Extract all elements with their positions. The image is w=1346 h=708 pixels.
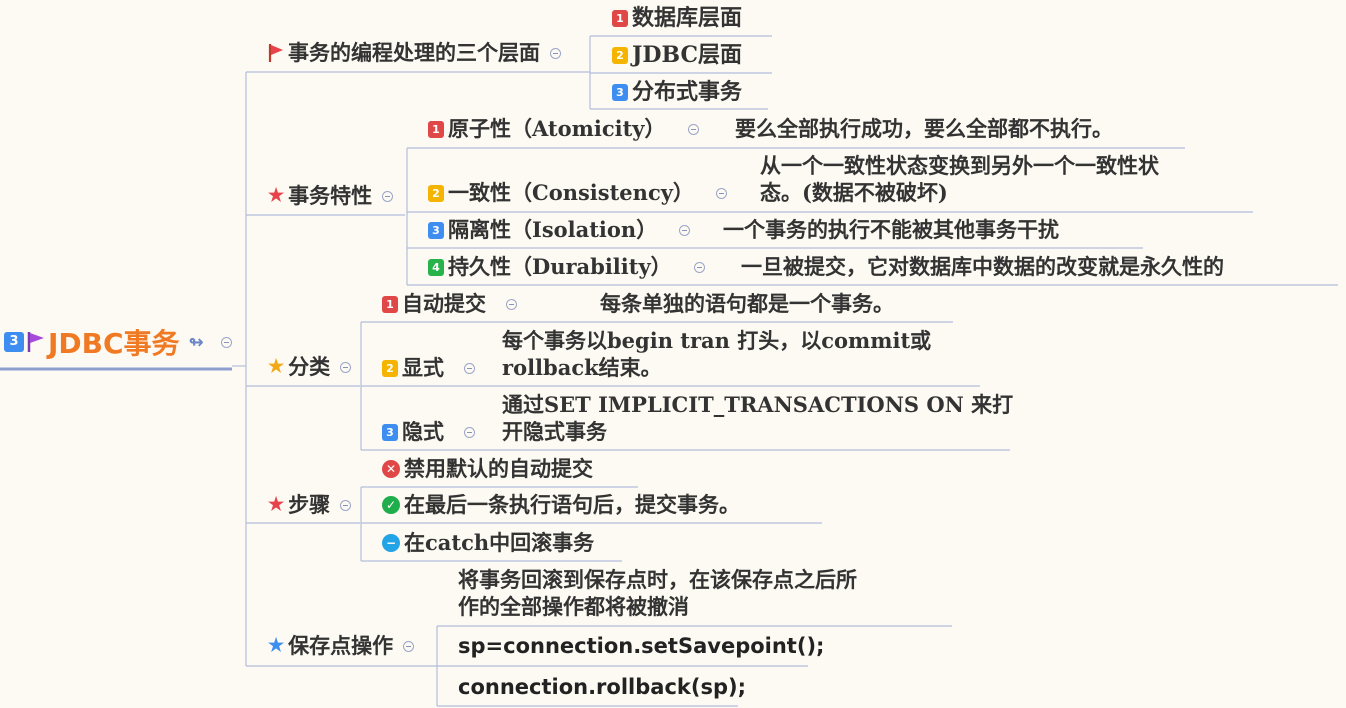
step-label: 在最后一条执行语句后，提交事务。 <box>404 492 740 517</box>
category-note-line: 每个事务以begin tran 打头，以commit或 <box>502 328 932 353</box>
step-label: 禁用默认的自动提交 <box>404 456 593 481</box>
step-item[interactable]: ✕ 禁用默认的自动提交 <box>382 456 593 482</box>
code-line[interactable]: sp=connection.setSavepoint(); <box>458 634 825 658</box>
property-note: 一个事务的执行不能被其他事务干扰 <box>723 217 1059 242</box>
property-label: 隔离性（Isolation） <box>448 217 658 242</box>
priority-2-badge: 2 <box>382 359 398 377</box>
purple-flag-icon <box>27 332 44 352</box>
branch-steps[interactable]: ★ 步骤 <box>268 492 352 518</box>
branch-levels[interactable]: 事务的编程处理的三个层面 <box>268 40 561 66</box>
branch-savepoint-label: 保存点操作 <box>288 633 394 658</box>
branch-properties[interactable]: ★ 事务特性 <box>268 183 394 209</box>
category-item[interactable]: 1 自动提交 <box>382 291 517 317</box>
priority-2-badge: 2 <box>612 46 628 64</box>
level-item[interactable]: 2 JDBC层面 <box>612 42 742 68</box>
collapse-toggle-icon[interactable] <box>340 499 352 511</box>
priority-1-badge: 1 <box>612 9 628 27</box>
category-label: 显式 <box>402 355 444 380</box>
red-flag-icon <box>268 44 283 62</box>
collapse-toggle-icon[interactable] <box>382 190 394 202</box>
collapse-toggle-icon[interactable] <box>715 187 727 199</box>
category-note: 每条单独的语句都是一个事务。 <box>600 291 894 316</box>
collapse-toggle-icon[interactable] <box>679 224 691 236</box>
collapse-toggle-icon[interactable] <box>550 47 561 59</box>
step-label: 在catch中回滚事务 <box>404 530 595 555</box>
priority-3-badge: 3 <box>428 221 444 239</box>
root-priority-badge: 3 <box>4 332 24 352</box>
red-star-icon: ★ <box>268 494 285 515</box>
property-note-line: 态。(数据不被破坏) <box>760 180 948 205</box>
collapse-toggle-icon[interactable] <box>693 261 705 273</box>
property-label: 持久性（Durability） <box>448 254 672 279</box>
level-item[interactable]: 3 分布式事务 <box>612 79 742 105</box>
category-note-line: rollback结束。 <box>502 355 662 380</box>
level-item[interactable]: 1 数据库层面 <box>612 5 742 31</box>
collapse-toggle-icon[interactable] <box>464 426 475 438</box>
branch-steps-label: 步骤 <box>288 492 331 517</box>
x-circle-icon: ✕ <box>382 460 400 478</box>
code-line[interactable]: connection.rollback(sp); <box>458 675 746 699</box>
property-note-line: 从一个一致性状态变换到另外一个一致性状 <box>760 153 1159 178</box>
level-item-label: JDBC层面 <box>632 42 743 68</box>
category-note-line: 通过SET IMPLICIT_TRANSACTIONS ON 来打 <box>502 392 1014 417</box>
step-item[interactable]: ✓ 在最后一条执行语句后，提交事务。 <box>382 492 740 518</box>
yellow-star-icon: ★ <box>268 356 285 377</box>
collapse-toggle-icon[interactable] <box>403 640 415 652</box>
step-item[interactable]: − 在catch中回滚事务 <box>382 530 594 556</box>
property-item[interactable]: 2 一致性（Consistency） <box>428 180 727 206</box>
root-topic[interactable]: 3 JDBC事务 ↬ <box>4 322 232 362</box>
level-item-label: 数据库层面 <box>632 5 743 31</box>
level-item-label: 分布式事务 <box>632 79 743 105</box>
priority-1-badge: 1 <box>428 120 444 138</box>
minus-circle-icon: − <box>382 534 400 552</box>
property-item[interactable]: 4 持久性（Durability） <box>428 254 705 280</box>
priority-3-badge: 3 <box>612 83 628 101</box>
priority-3-badge: 3 <box>382 423 398 441</box>
branch-savepoint[interactable]: ★ 保存点操作 <box>268 633 415 659</box>
priority-1-badge: 1 <box>382 295 398 313</box>
category-label: 自动提交 <box>402 291 486 316</box>
property-note: 一旦被提交，它对数据库中数据的改变就是永久性的 <box>741 254 1224 279</box>
priority-2-badge: 2 <box>428 184 444 202</box>
collapse-toggle-icon[interactable] <box>464 362 475 374</box>
property-note: 要么全部执行成功，要么全部都不执行。 <box>735 116 1113 141</box>
root-title: JDBC事务 <box>48 327 180 360</box>
category-label: 隐式 <box>402 419 444 444</box>
category-item[interactable]: 2 显式 <box>382 355 475 381</box>
priority-4-badge: 4 <box>428 258 444 276</box>
collapse-toggle-icon[interactable] <box>506 298 517 310</box>
savepoint-note-line: 将事务回滚到保存点时，在该保存点之后所 <box>458 567 857 592</box>
branch-categories-label: 分类 <box>288 354 331 379</box>
category-note-line: 开隐式事务 <box>502 419 607 444</box>
property-label: 一致性（Consistency） <box>448 180 694 205</box>
branch-properties-label: 事务特性 <box>288 183 373 208</box>
collapse-toggle-icon[interactable] <box>220 336 232 348</box>
category-item[interactable]: 3 隐式 <box>382 419 475 445</box>
branch-categories[interactable]: ★ 分类 <box>268 354 352 380</box>
property-item[interactable]: 3 隔离性（Isolation） <box>428 217 691 243</box>
branch-levels-label: 事务的编程处理的三个层面 <box>288 40 540 65</box>
red-star-icon: ★ <box>268 185 285 206</box>
collapse-toggle-icon[interactable] <box>340 361 352 373</box>
check-circle-icon: ✓ <box>382 496 400 514</box>
collapse-toggle-icon[interactable] <box>687 123 699 135</box>
link-icon[interactable]: ↬ <box>188 331 204 353</box>
savepoint-note-line: 作的全部操作都将被撤消 <box>458 594 689 619</box>
property-label: 原子性（Atomicity） <box>448 116 666 141</box>
blue-star-icon: ★ <box>268 635 285 656</box>
property-item[interactable]: 1 原子性（Atomicity） <box>428 116 699 142</box>
